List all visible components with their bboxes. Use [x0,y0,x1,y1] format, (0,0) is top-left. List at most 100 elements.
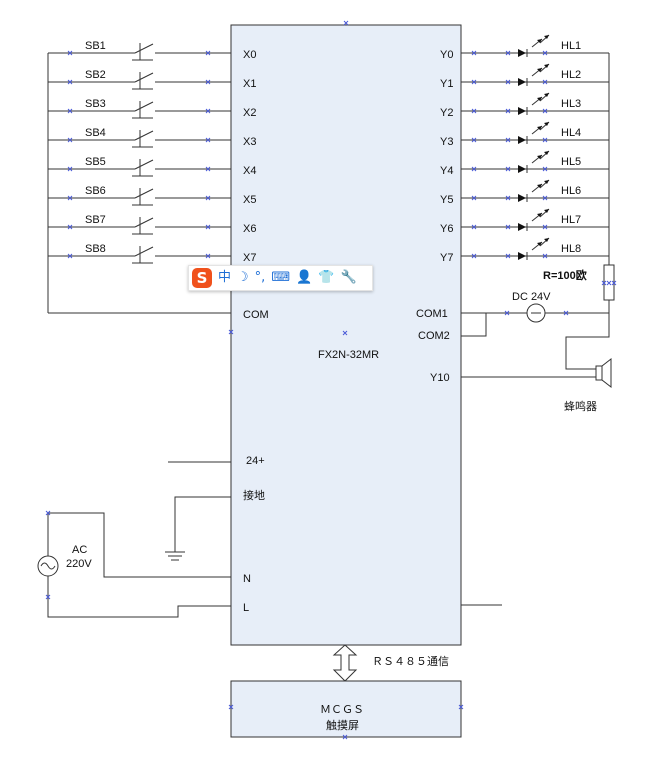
marker [471,224,477,230]
led-diode-icon [518,49,526,57]
output-terminal-label: Y1 [440,78,453,90]
led-ray2-head [544,180,549,184]
plc-ground-label: 接地 [243,489,265,502]
led-ray2-head [544,209,549,213]
marker [67,224,73,230]
buzzer-feed [565,313,610,370]
lamp-label: HL8 [561,243,581,255]
lamp-label: HL1 [561,40,581,52]
switch-label: SB5 [85,156,106,168]
led-ray-head [537,39,542,43]
led-diode-icon [518,223,526,231]
lamp-label: HL6 [561,185,581,197]
marker [471,108,477,114]
hmi-box [230,680,462,738]
output-terminal-label: Y4 [440,165,453,177]
resistor-label: R=100欧 [543,268,587,282]
lamp-label: HL2 [561,69,581,81]
switch-label: SB8 [85,243,106,255]
ime-toolbar[interactable]: S 中 ☽ °, ⌨ 👤 👕 🔧 [188,265,373,291]
ground-wire [174,496,231,552]
output-terminal-label: Y7 [440,252,453,264]
resistor-markers [601,280,617,286]
plc-model-label: FX2N-32MR [318,349,379,361]
plc-box [230,24,462,646]
ac-markers [45,510,51,600]
tools-icon[interactable]: 🔧 [340,270,357,285]
marker [205,50,211,56]
led-diode-icon [518,194,526,202]
plc-box-markers [228,20,349,336]
lamp-label: HL4 [561,127,581,139]
plc-n-label: N [243,573,251,585]
marker [205,108,211,114]
input-terminal-label: X0 [243,49,256,61]
led-ray-head [537,184,542,188]
lamp-label: HL5 [561,156,581,168]
skin-icon[interactable]: 👕 [318,270,335,285]
marker [505,137,511,143]
plc-com-label: COM [243,309,269,321]
marker [505,195,511,201]
switch-label: SB1 [85,40,106,52]
chinese-mode-icon[interactable]: 中 [218,270,232,285]
led-ray-head [537,242,542,246]
input-terminal-label: X5 [243,194,256,206]
marker [205,224,211,230]
led-diode-icon [518,252,526,260]
switch-blade [134,188,154,199]
input-terminal-label: X4 [243,165,256,177]
led-diode-icon [518,78,526,86]
led-ray2-head [544,64,549,68]
output-row: Y1 HL2 [440,63,609,90]
led-diode-icon [518,136,526,144]
switch-blade [134,217,154,228]
hmi-label-1: ＭＣＧＳ [320,703,364,716]
marker [505,253,511,259]
output-row: Y4 HL5 [440,150,609,177]
plc-y10-label: Y10 [430,372,450,384]
keyboard-icon[interactable]: ⌨ [271,270,291,285]
marker [67,253,73,259]
switch-blade [134,246,154,257]
marker [505,224,511,230]
marker [67,195,73,201]
switch-label: SB2 [85,69,106,81]
marker [542,253,548,259]
led-ray2-head [544,151,549,155]
output-row: Y7 HL8 [440,237,609,264]
com2-wire [461,313,487,337]
switch-label: SB7 [85,214,106,226]
plc-com1-label: COM1 [416,308,448,320]
user-icon[interactable]: 👤 [296,270,313,285]
input-terminal-label: X7 [243,252,256,264]
led-ray-head [537,155,542,159]
marker [205,195,211,201]
led-ray2-head [544,238,549,242]
punctuation-icon[interactable]: °, [254,270,266,285]
marker [505,50,511,56]
marker [505,108,511,114]
marker [542,166,548,172]
ac-bottom-wire [47,576,231,618]
ac-top-wire [47,512,231,578]
marker [205,79,211,85]
hmi-label-2: 触摸屏 [326,718,359,732]
moon-icon[interactable]: ☽ [237,270,249,285]
marker [505,166,511,172]
marker [542,195,548,201]
switch-blade [134,159,154,170]
marker [67,50,73,56]
switch-blade [134,43,154,54]
sogou-logo-icon[interactable]: S [192,268,212,288]
